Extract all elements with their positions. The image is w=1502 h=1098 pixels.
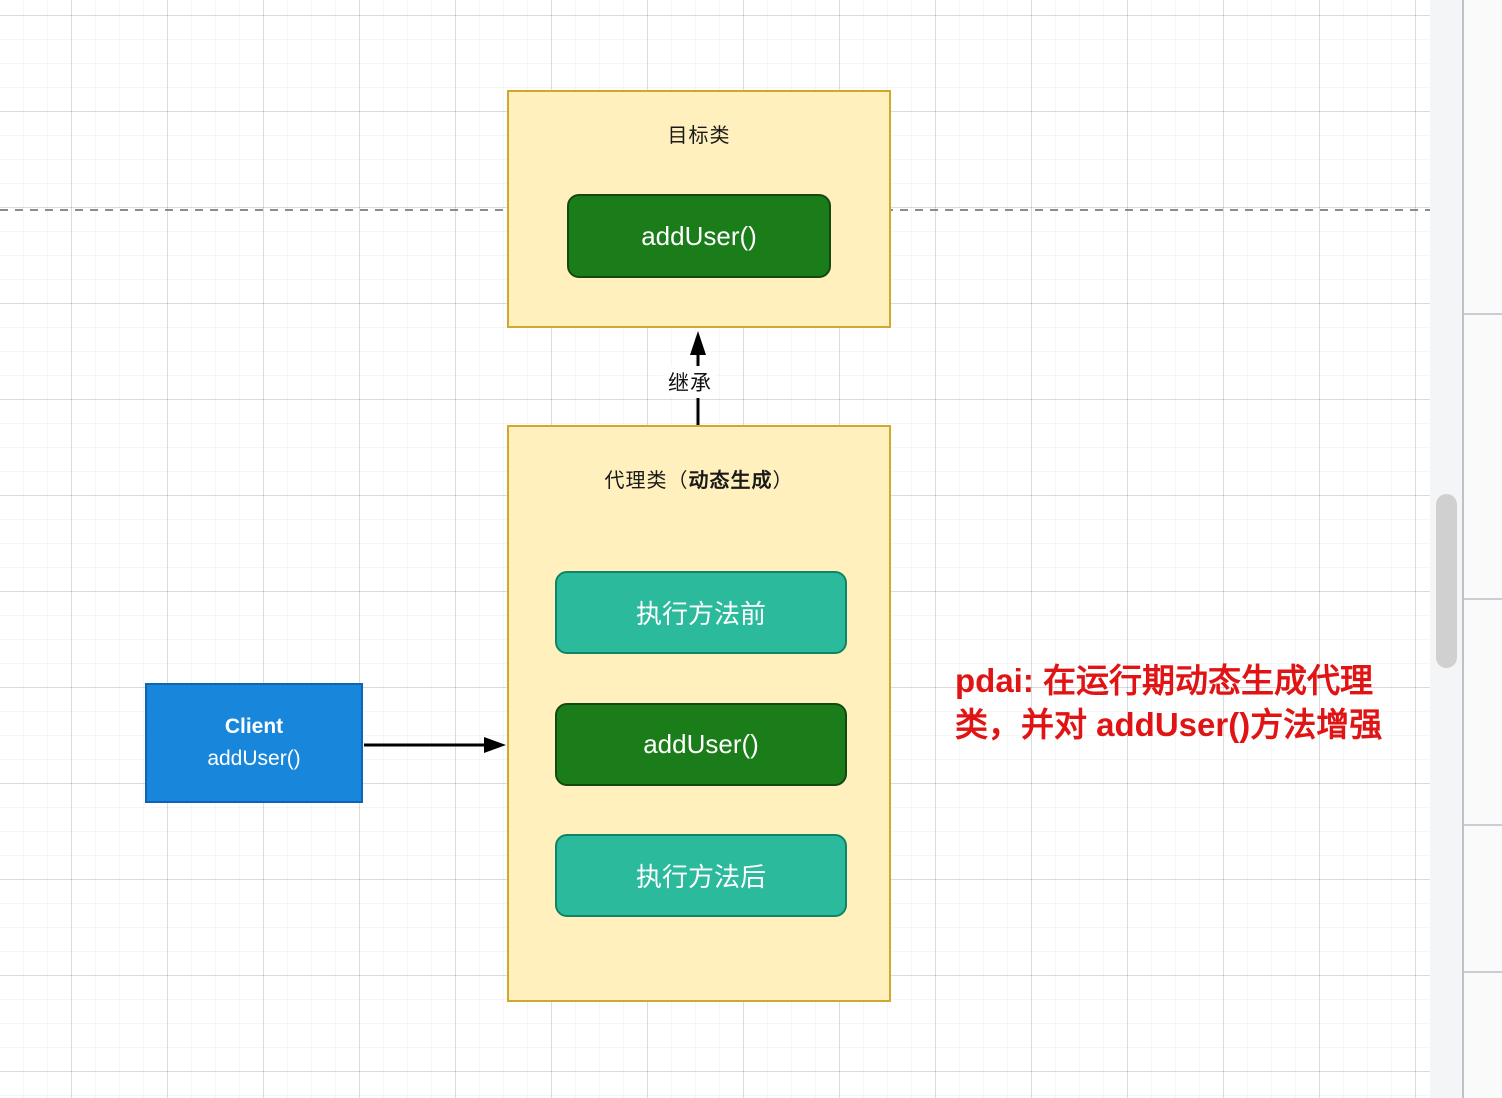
client-box[interactable]: Client addUser() (145, 683, 363, 803)
proxy-after-method-node[interactable]: 执行方法后 (555, 834, 847, 917)
proxy-class-box[interactable]: 代理类（动态生成） 执行方法前 addUser() 执行方法后 (507, 425, 891, 1002)
proxy-title-bold: 动态生成 (688, 470, 773, 492)
target-class-title: 目标类 (667, 125, 731, 147)
proxy-before-method-node[interactable]: 执行方法前 (555, 571, 847, 654)
proxy-class-title: 代理类（动态生成） (509, 464, 889, 493)
panel-divider (1464, 971, 1502, 973)
vertical-scrollbar-thumb[interactable] (1436, 494, 1457, 668)
annotation-note: pdai: 在运行期动态生成代理 类，并对 addUser()方法增强 (955, 659, 1382, 747)
inheritance-label[interactable]: 继承 (663, 366, 717, 398)
annotation-line-2: 类，并对 addUser()方法增强 (955, 706, 1383, 743)
panel-divider (1464, 313, 1502, 315)
proxy-adduser-label: addUser() (643, 729, 759, 759)
target-adduser-node[interactable]: addUser() (567, 194, 831, 278)
proxy-title-suffix: ） (772, 470, 794, 492)
right-panel-edge[interactable] (1462, 0, 1502, 1098)
annotation-line-1: pdai: 在运行期动态生成代理 (955, 662, 1373, 699)
vertical-scrollbar-track[interactable] (1430, 0, 1462, 1098)
proxy-after-method-label: 执行方法后 (635, 862, 766, 892)
diagram-canvas[interactable]: 目标类 addUser() 继承 代理类（动态生成） 执行方法前 addUser… (0, 0, 1431, 1098)
proxy-title-prefix: 代理类（ (604, 470, 689, 492)
proxy-adduser-node[interactable]: addUser() (555, 703, 847, 786)
client-call-arrow[interactable] (364, 737, 506, 753)
panel-divider (1464, 598, 1502, 600)
proxy-before-method-label: 执行方法前 (635, 599, 766, 629)
panel-divider (1464, 824, 1502, 826)
client-method-label: addUser() (207, 747, 301, 770)
client-title: Client (224, 715, 284, 738)
target-class-box[interactable]: 目标类 addUser() (507, 90, 891, 328)
target-adduser-label: addUser() (641, 220, 757, 251)
